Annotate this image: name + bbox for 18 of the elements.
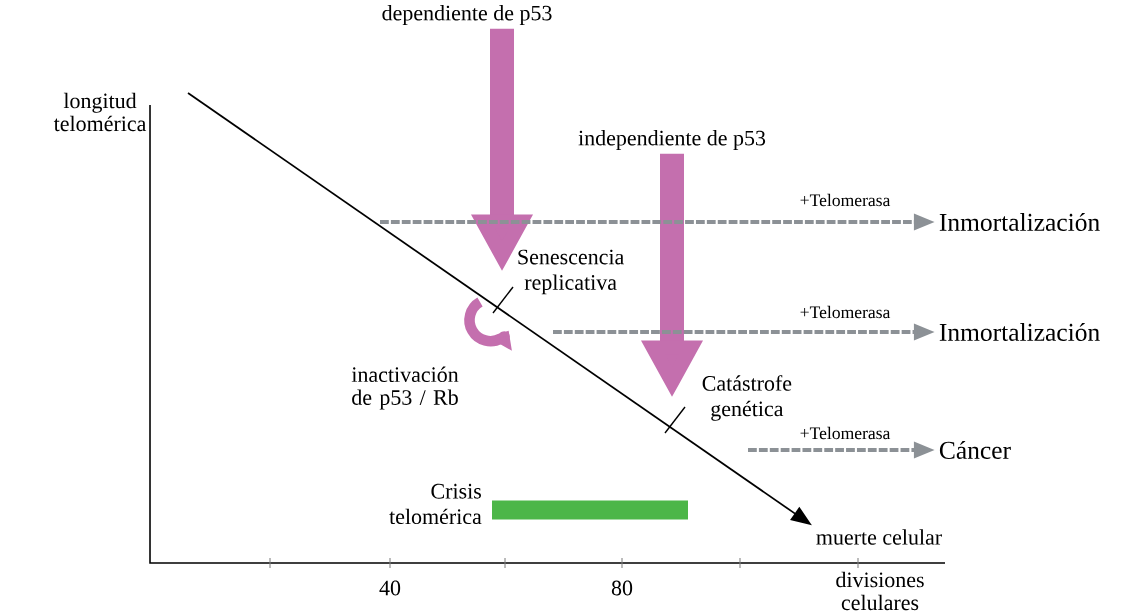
node-label: Inmortalización: [939, 213, 1100, 231]
node-label: Senescencia replicativa: [518, 249, 624, 295]
edge-label: +Telomerasa: [797, 425, 893, 441]
node-label: muerte celular: [816, 529, 942, 545]
node-label: independiente de p53: [578, 130, 766, 150]
axis-label: 40: [379, 580, 401, 596]
node-label: dependiente de p53: [382, 5, 552, 25]
axis-label: longitud telomérica: [53, 92, 147, 132]
node-label: Cáncer: [939, 441, 1011, 459]
bar-label: Crisis telomérica: [389, 483, 482, 525]
node-label: Catástrofe genética: [702, 375, 792, 421]
edge-label: +Telomerasa: [797, 304, 893, 320]
axis-label: 80: [611, 580, 633, 596]
bar: [492, 500, 688, 520]
axis-label: divisiones celulares: [836, 571, 924, 611]
edge-label: +Telomerasa: [797, 192, 893, 208]
axis-label: inactivación de p53 / Rb: [351, 366, 459, 410]
node-label: Inmortalización: [939, 323, 1100, 341]
